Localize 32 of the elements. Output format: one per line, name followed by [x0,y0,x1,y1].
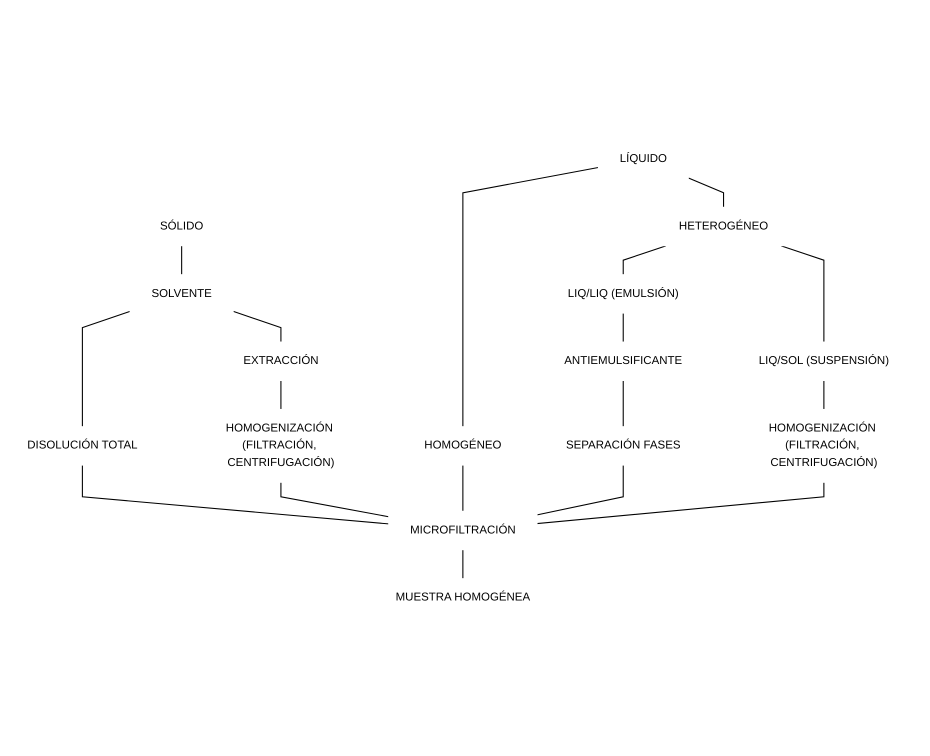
connector [781,244,824,342]
connector [280,482,389,517]
node-text: HOMOGENIZACIÓN (FILTRACIÓN, CENTRIFUGACIÓN) [226,422,334,468]
connector [82,464,389,524]
connector [537,464,624,515]
node-text: SÓLIDO [160,220,204,232]
node-text: SEPARACIÓN FASES [566,438,680,452]
node-text: LIQ/LIQ (EMULSIÓN) [568,286,679,300]
connector [622,244,666,274]
connector [462,166,598,426]
connector [823,380,824,409]
connector [688,177,724,207]
node-text: ANTIEMULSIFICANTE [564,354,682,367]
node-text: HOMOGÉNEO [424,438,502,452]
node-text: LÍQUIDO [620,152,667,164]
node-text: DISOLUCIÓN TOTAL [27,438,138,452]
node-text: LIQ/SOL (SUSPENSIÓN) [758,354,890,367]
node-text: MICROFILTRACIÓN [410,524,516,536]
connector [622,380,624,426]
connector [280,380,282,409]
connector [82,310,130,426]
connector [537,482,824,524]
node-text: HOMOGENIZACIÓN (FILTRACIÓN, CENTRIFUGACIÓN) [768,422,878,468]
connector [462,464,464,511]
connector [462,549,464,578]
node-text: MUESTRA HOMOGÉNEA [396,590,530,604]
node-text: EXTRACCIÓN [243,354,319,367]
node-text: SOLVENTE [151,286,212,300]
connector [233,310,282,342]
connector [181,245,182,274]
connector [622,312,624,342]
node-text: HETEROGÉNEO [678,220,768,232]
